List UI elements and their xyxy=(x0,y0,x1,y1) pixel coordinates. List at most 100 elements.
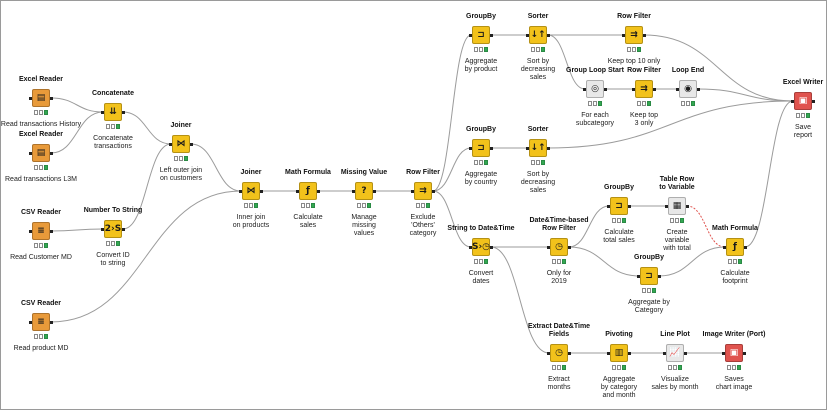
input-port[interactable] xyxy=(239,190,242,193)
output-port[interactable] xyxy=(122,111,125,114)
input-port[interactable] xyxy=(607,352,610,355)
output-port[interactable] xyxy=(568,352,571,355)
output-port[interactable] xyxy=(547,34,550,37)
connection-string_to_datetime-to-extract_datetime[interactable] xyxy=(490,246,550,354)
node-box[interactable]: ▤ xyxy=(32,144,50,162)
node-box[interactable]: ⇊ xyxy=(104,103,122,121)
output-port[interactable] xyxy=(684,352,687,355)
node-box[interactable]: ▦ xyxy=(668,197,686,215)
output-port[interactable] xyxy=(658,275,661,278)
output-port[interactable] xyxy=(812,100,815,103)
node-box[interactable]: ◷ xyxy=(550,344,568,362)
input-port[interactable] xyxy=(632,88,635,91)
output-port[interactable] xyxy=(432,190,435,193)
output-port[interactable] xyxy=(50,152,53,155)
connection-number_to_string-to-joiner_1[interactable] xyxy=(122,143,172,230)
node-box[interactable]: ↓↑ xyxy=(529,139,547,157)
connection-excel_reader_2-to-concatenate[interactable] xyxy=(50,111,104,154)
node-box[interactable]: ▤ xyxy=(32,89,50,107)
node-box[interactable]: ⇉ xyxy=(414,182,432,200)
node-box[interactable]: ◉ xyxy=(679,80,697,98)
input-port[interactable] xyxy=(469,34,472,37)
output-port[interactable] xyxy=(643,34,646,37)
node-box[interactable]: ▣ xyxy=(725,344,743,362)
input-port[interactable] xyxy=(663,352,666,355)
output-port[interactable] xyxy=(50,230,53,233)
node-box[interactable]: ≡ xyxy=(32,222,50,240)
output-port[interactable] xyxy=(490,246,493,249)
input-port[interactable] xyxy=(29,321,32,324)
input-port[interactable] xyxy=(665,205,668,208)
output-port[interactable] xyxy=(628,205,631,208)
node-box[interactable]: ⊐ xyxy=(640,267,658,285)
output-port[interactable] xyxy=(260,190,263,193)
input-port[interactable] xyxy=(296,190,299,193)
connection-csv_reader_1-to-number_to_string[interactable] xyxy=(50,228,104,232)
input-port[interactable] xyxy=(583,88,586,91)
input-port[interactable] xyxy=(29,97,32,100)
connection-loop_end-to-excel_writer[interactable] xyxy=(697,88,794,102)
input-port[interactable] xyxy=(526,34,529,37)
output-port[interactable] xyxy=(686,205,689,208)
connection-row_filter_2-to-excel_writer[interactable] xyxy=(643,34,794,102)
node-box[interactable]: 2›S xyxy=(104,220,122,238)
input-port[interactable] xyxy=(637,275,640,278)
connection-excel_reader_1-to-concatenate[interactable] xyxy=(50,97,104,113)
connection-csv_reader_2-to-joiner_2[interactable] xyxy=(50,190,242,323)
node-box[interactable]: ⊐ xyxy=(610,197,628,215)
input-port[interactable] xyxy=(411,190,414,193)
node-box[interactable]: ↓↑ xyxy=(529,26,547,44)
node-box[interactable]: ƒ xyxy=(726,238,744,256)
node-box[interactable]: ▥ xyxy=(610,344,628,362)
node-box[interactable]: ⊐ xyxy=(472,139,490,157)
input-port[interactable] xyxy=(722,352,725,355)
node-box[interactable]: ⇉ xyxy=(625,26,643,44)
connection-row_filter_1-to-string_to_datetime[interactable] xyxy=(432,190,472,248)
output-port[interactable] xyxy=(653,88,656,91)
input-port[interactable] xyxy=(676,88,679,91)
output-port[interactable] xyxy=(50,321,53,324)
input-port[interactable] xyxy=(607,205,610,208)
input-port[interactable] xyxy=(547,352,550,355)
node-box[interactable]: ⊐ xyxy=(472,26,490,44)
connection-sorter_2-to-excel_writer[interactable] xyxy=(547,100,794,149)
node-box[interactable]: ▣ xyxy=(794,92,812,110)
connection-row_filter_1-to-groupby_2[interactable] xyxy=(432,147,472,192)
input-port[interactable] xyxy=(791,100,794,103)
output-port[interactable] xyxy=(490,34,493,37)
output-port[interactable] xyxy=(743,352,746,355)
input-port[interactable] xyxy=(352,190,355,193)
input-port[interactable] xyxy=(723,246,726,249)
output-port[interactable] xyxy=(190,143,193,146)
output-port[interactable] xyxy=(697,88,700,91)
node-box[interactable]: ⋈ xyxy=(172,135,190,153)
connection-row_filter_1-to-groupby_1[interactable] xyxy=(432,34,472,192)
input-port[interactable] xyxy=(622,34,625,37)
node-box[interactable]: ? xyxy=(355,182,373,200)
output-port[interactable] xyxy=(628,352,631,355)
connection-sorter_1-to-group_loop_start[interactable] xyxy=(547,34,586,90)
input-port[interactable] xyxy=(29,152,32,155)
connection-concatenate-to-joiner_1[interactable] xyxy=(122,111,172,145)
node-box[interactable]: ◎ xyxy=(586,80,604,98)
connection-table_row_to_variable-to-math_formula_2[interactable] xyxy=(686,205,726,248)
input-port[interactable] xyxy=(169,143,172,146)
output-port[interactable] xyxy=(317,190,320,193)
node-box[interactable]: 📈 xyxy=(666,344,684,362)
output-port[interactable] xyxy=(122,228,125,231)
node-box[interactable]: ⋈ xyxy=(242,182,260,200)
connection-datetime_row_filter-to-groupby_3[interactable] xyxy=(568,205,610,248)
node-box[interactable]: ◷ xyxy=(550,238,568,256)
connection-joiner_1-to-joiner_2[interactable] xyxy=(190,143,242,192)
input-port[interactable] xyxy=(547,246,550,249)
connection-math_formula_2-to-excel_writer[interactable] xyxy=(744,100,794,248)
node-box[interactable]: S›◷ xyxy=(472,238,490,256)
input-port[interactable] xyxy=(29,230,32,233)
output-port[interactable] xyxy=(490,147,493,150)
connection-groupby_4-to-math_formula_2[interactable] xyxy=(658,246,726,277)
output-port[interactable] xyxy=(547,147,550,150)
output-port[interactable] xyxy=(568,246,571,249)
output-port[interactable] xyxy=(373,190,376,193)
node-box[interactable]: ⇉ xyxy=(635,80,653,98)
